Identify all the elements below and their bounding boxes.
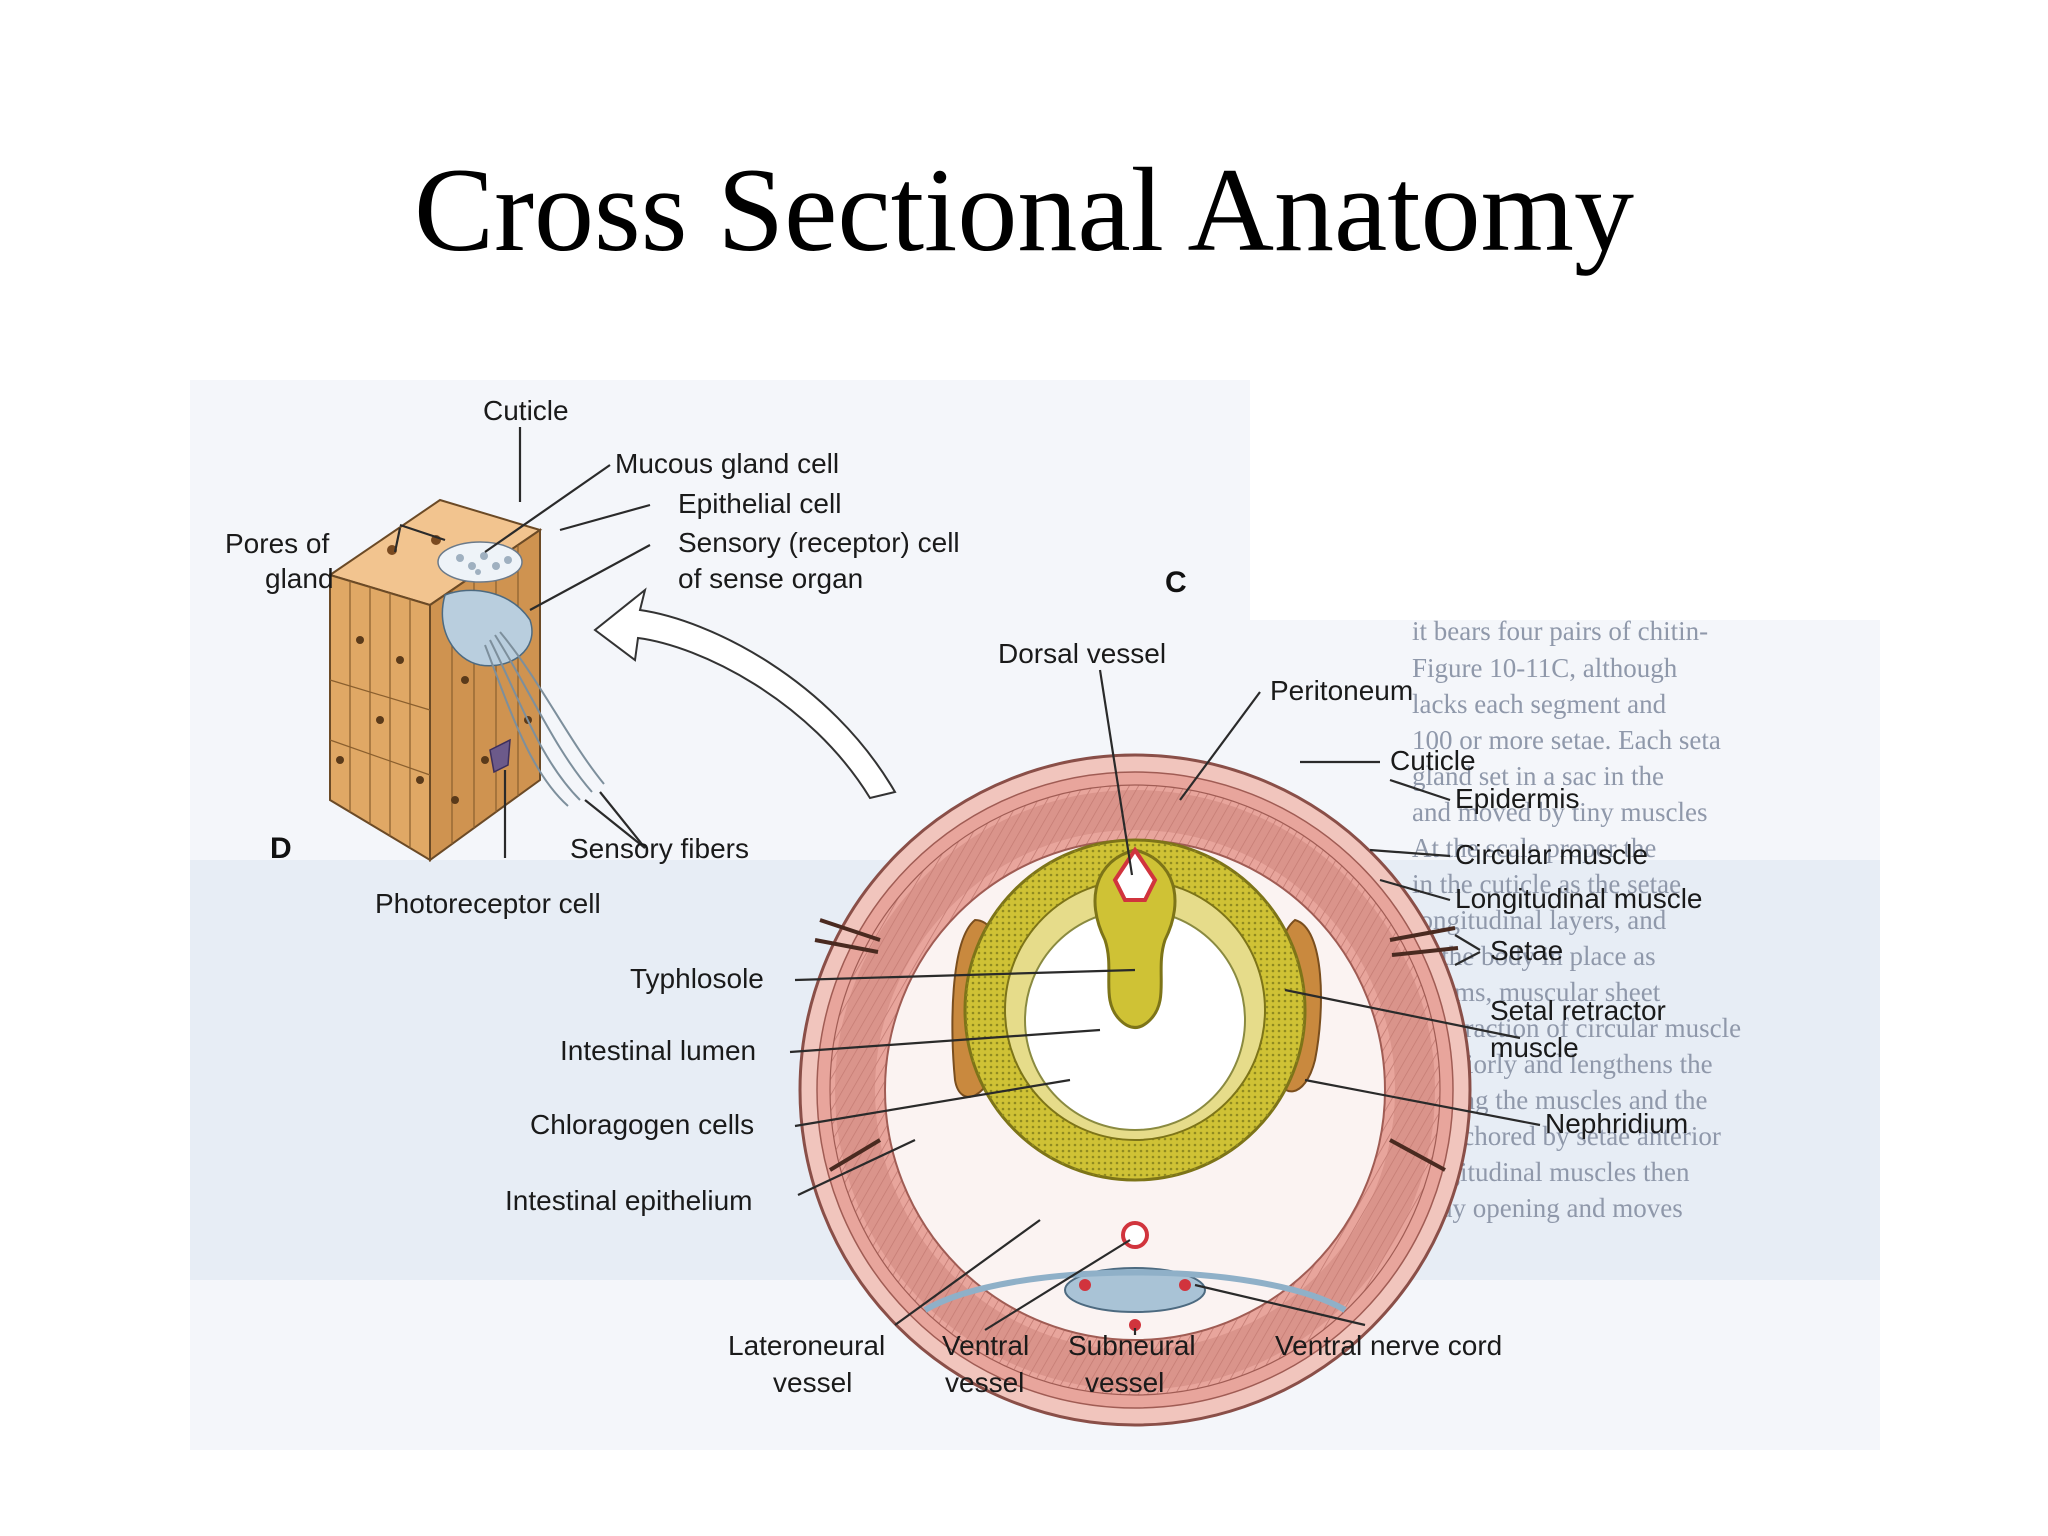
bg-line: it bears four pairs of chitin- [1412, 616, 1708, 646]
label-ventral-nerve-cord: Ventral nerve cord [1275, 1330, 1502, 1361]
label-epidermis: Epidermis [1455, 783, 1579, 814]
panel-label-d: D [270, 832, 292, 865]
label-lateroneural-line2: vessel [773, 1367, 852, 1398]
bg-line: and moved by tiny muscles [1412, 797, 1707, 827]
mucous-gland-granules [456, 552, 512, 575]
label-sensory-cell-line2: of sense organ [678, 563, 863, 594]
lateroneural-vessel-right [1179, 1279, 1191, 1291]
label-sensory-cell-line1: Sensory (receptor) cell [678, 527, 960, 558]
bg-line: At the scale proper the [1412, 833, 1656, 863]
label-sensory-fibers: Sensory fibers [570, 833, 749, 864]
label-typhlosole: Typhlosole [630, 963, 764, 994]
label-chloragogen-cells: Chloragogen cells [530, 1109, 754, 1140]
bg-line: in the cuticle as the setae [1412, 869, 1681, 899]
dorsal-vessel-shape [1112, 846, 1158, 902]
label-setal-retractor-line2: muscle [1490, 1032, 1579, 1063]
sensory-fibers-bundle [484, 631, 605, 807]
label-cuticle-detail: Cuticle [483, 395, 569, 426]
label-pores-of-gland-line1: Pores of [225, 528, 329, 559]
label-intestinal-lumen: Intestinal lumen [560, 1035, 756, 1066]
label-mucous-gland-cell: Mucous gland cell [615, 448, 839, 479]
lateroneural-vessel-left [1079, 1279, 1091, 1291]
label-subneural-line2: vessel [1085, 1367, 1164, 1398]
label-epithelial-cell: Epithelial cell [678, 488, 841, 519]
leader-lines [393, 427, 1541, 1335]
label-lateroneural-line1: Lateroneural [728, 1330, 885, 1361]
label-setae: Setae [1490, 935, 1563, 966]
label-subneural-line1: Subneural [1068, 1330, 1196, 1361]
skin-detail-illustration [327, 498, 897, 862]
label-dorsal-vessel: Dorsal vessel [998, 638, 1166, 669]
longitudinal-muscle-layer [835, 790, 1435, 1390]
gland-pore [387, 545, 397, 555]
bg-line: of the body in place as [1412, 941, 1656, 971]
label-photoreceptor-cell: Photoreceptor cell [375, 888, 601, 919]
bg-line: Figure 10-11C, although [1412, 653, 1678, 683]
label-cuticle-section: Cuticle [1390, 745, 1476, 776]
bg-line: body opening and moves [1412, 1193, 1683, 1223]
label-setal-retractor-line1: Setal retractor [1490, 995, 1666, 1026]
background-text-column: it bears four pairs of chitin- Figure 10… [1412, 616, 1741, 1223]
magnification-arrow [593, 587, 897, 800]
body-cross-section [798, 753, 1472, 1427]
subneural-vessel-shape [1129, 1319, 1141, 1331]
photoreceptor-cell-shape [489, 738, 511, 774]
label-nephridium: Nephridium [1545, 1108, 1688, 1139]
sense-organ [441, 589, 533, 667]
setae-group [814, 918, 1459, 1172]
earthworm-cross-section-figure: it bears four pairs of chitin- Figure 10… [190, 380, 1880, 1450]
label-pores-of-gland-line2: gland [265, 563, 334, 594]
label-peritoneum: Peritoneum [1270, 675, 1413, 706]
bg-line: lacks each segment and [1412, 689, 1667, 719]
ventral-nerve-cord-shape [1064, 1267, 1206, 1313]
nerve-branches [923, 1269, 1347, 1313]
label-longitudinal-muscle: Longitudinal muscle [1455, 883, 1703, 914]
label-circular-muscle: Circular muscle [1455, 839, 1648, 870]
slide-title: Cross Sectional Anatomy [414, 143, 1634, 276]
page-blank-corner [1250, 380, 1880, 620]
bg-line: gland set in a sac in the [1412, 761, 1664, 791]
typhlosole-fold [1093, 848, 1177, 1029]
panel-label-c: C [1165, 566, 1187, 599]
label-ventral-vessel-line1: Ventral [942, 1330, 1029, 1361]
label-ventral-vessel-line2: vessel [945, 1367, 1024, 1398]
bg-line: 100 or more setae. Each seta [1412, 725, 1721, 755]
mucous-gland-cell [437, 541, 523, 583]
label-intestinal-epithelium: Intestinal epithelium [505, 1185, 752, 1216]
figure-svg: it bears four pairs of chitin- Figure 10… [190, 380, 1880, 1450]
